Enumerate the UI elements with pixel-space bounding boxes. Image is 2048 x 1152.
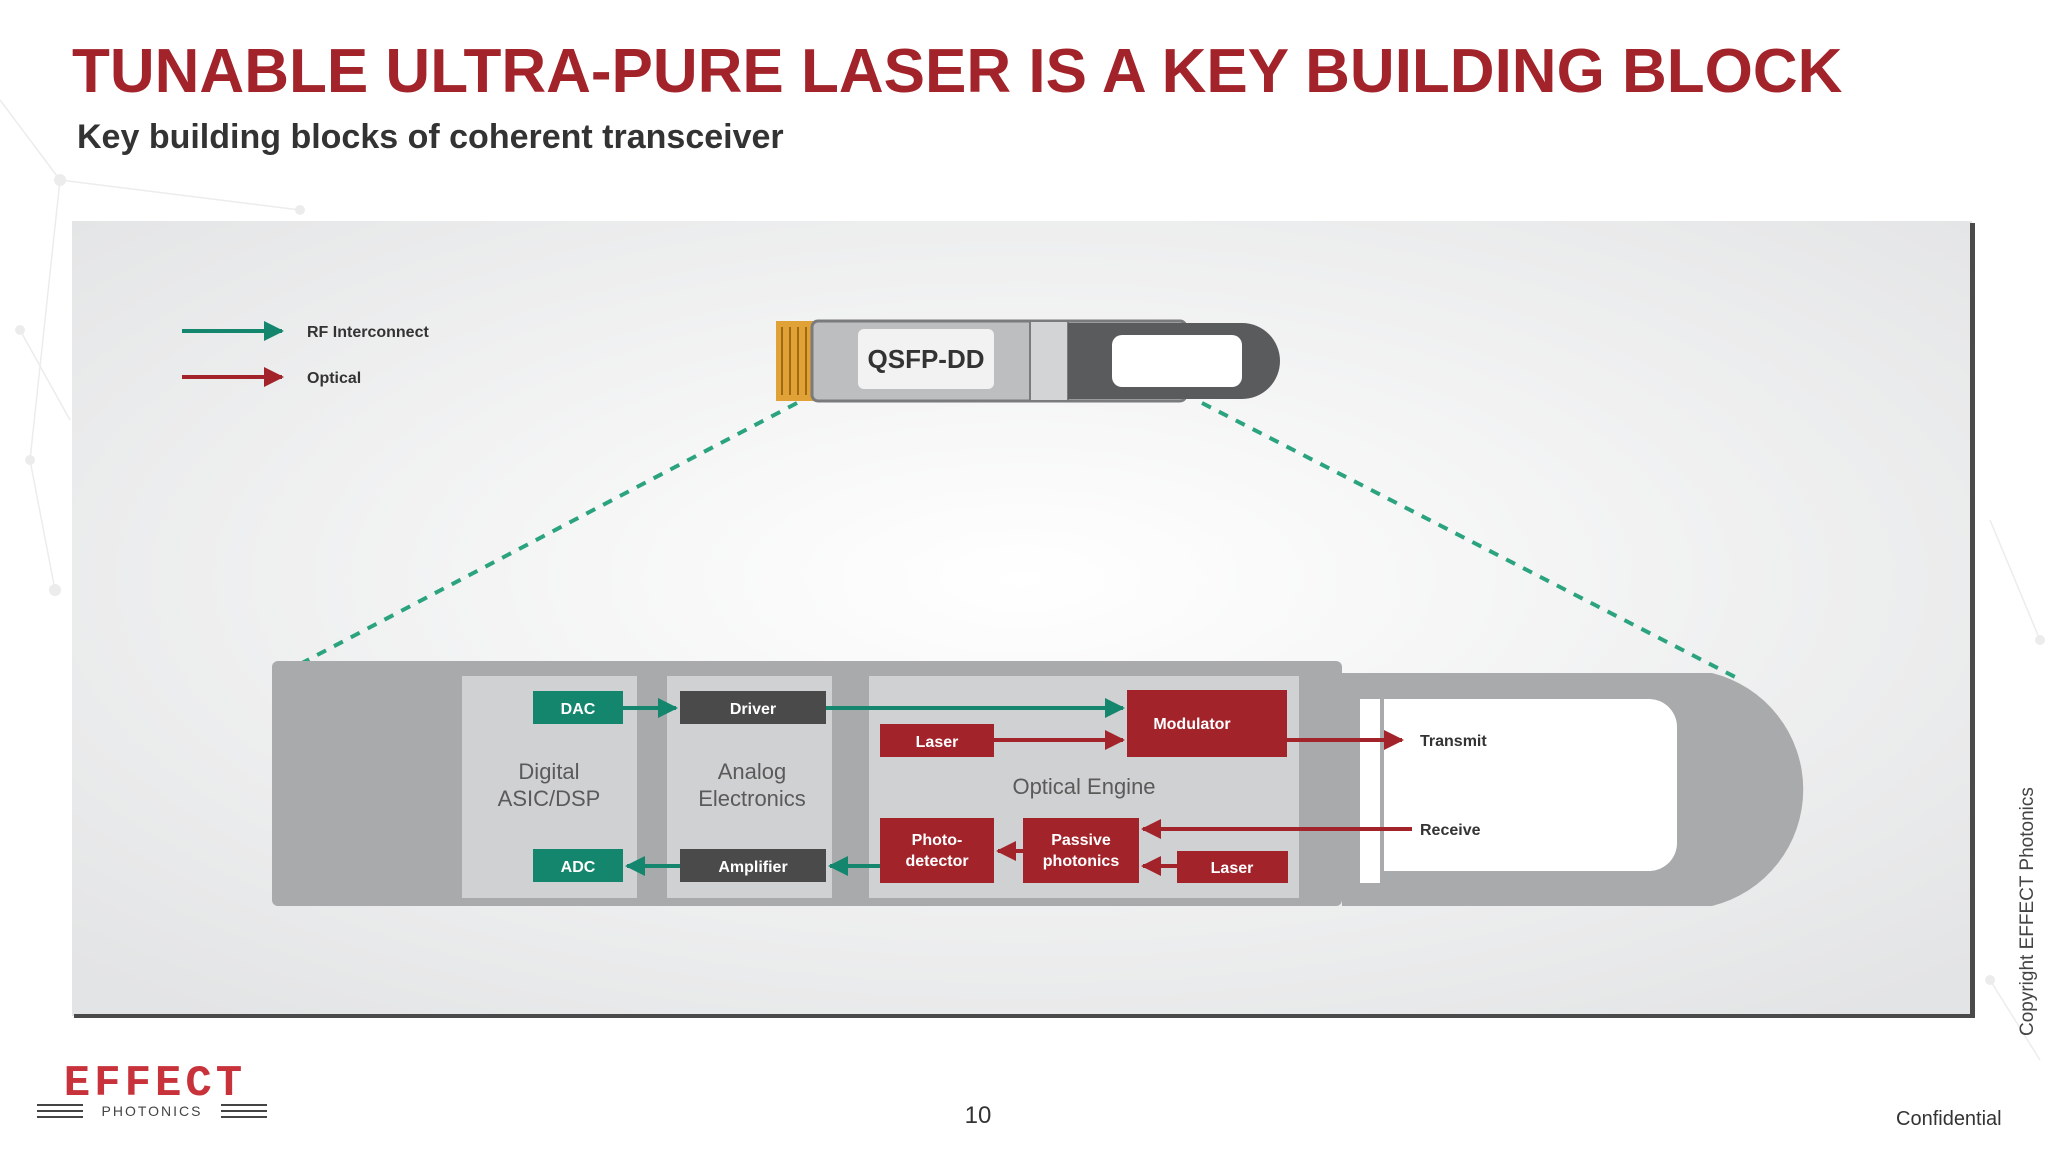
- page-number: 10: [964, 1102, 992, 1129]
- optical-arrows: [994, 730, 1412, 876]
- modulator-label: Modulator: [1153, 716, 1230, 733]
- laser-rx-box: [1177, 851, 1288, 883]
- digital-label-line1: Digital: [518, 759, 579, 784]
- amplifier-box: [680, 849, 826, 882]
- analog-label-line2: Electronics: [698, 786, 806, 811]
- laser-tx-label: Laser: [916, 734, 959, 751]
- legend-rf-label: RF Interconnect: [307, 324, 429, 341]
- rf-arrows: [623, 698, 1125, 876]
- logo-wordmark: EFFECT: [64, 1059, 246, 1109]
- amplifier-label: Amplifier: [718, 859, 787, 876]
- projection-line-left: [301, 401, 798, 665]
- logo-tagline: PHOTONICS: [102, 1103, 203, 1119]
- dac-box: [533, 691, 623, 724]
- adc-box: [533, 849, 623, 882]
- receive-label: Receive: [1420, 822, 1481, 839]
- slide-subtitle: Key building blocks of coherent transcei…: [77, 118, 784, 156]
- copyright-notice: Copyright EFFECT Photonics: [2017, 787, 2038, 1036]
- passive-label-line2: photonics: [1043, 853, 1120, 870]
- adc-label: ADC: [561, 859, 596, 876]
- qsfp-dd-module: QSFP-DD: [776, 319, 1280, 403]
- digital-label-line2: ASIC/DSP: [498, 786, 601, 811]
- modulator-box: [1127, 690, 1287, 757]
- passive-photonics-box: [1023, 818, 1139, 883]
- transceiver-diagram: RF Interconnect Optical QSFP-DD Digital …: [72, 221, 1975, 1018]
- legend: RF Interconnect Optical: [182, 321, 429, 387]
- optical-engine-label: Optical Engine: [1012, 774, 1155, 799]
- effect-photonics-logo: EFFECT PHOTONICS: [37, 1059, 267, 1119]
- analog-label-line1: Analog: [718, 759, 787, 784]
- confidential-label: Confidential: [1896, 1108, 2002, 1130]
- laser-rx-label: Laser: [1211, 860, 1254, 877]
- photodetector-label-line1: Photo-: [912, 832, 963, 849]
- qsfp-dd-label: QSFP-DD: [868, 344, 985, 374]
- laser-tx-box: [880, 724, 994, 757]
- driver-box: [680, 691, 826, 724]
- projection-line-right: [1201, 401, 1738, 680]
- legend-optical-label: Optical: [307, 370, 361, 387]
- transmit-label: Transmit: [1420, 733, 1487, 750]
- photodetector-box: [880, 818, 994, 883]
- driver-label: Driver: [730, 701, 776, 718]
- photodetector-label-line2: detector: [905, 853, 968, 870]
- slide-title: TUNABLE ULTRA-PURE LASER IS A KEY BUILDI…: [72, 37, 1843, 106]
- dac-label: DAC: [561, 701, 596, 718]
- passive-label-line1: Passive: [1051, 832, 1111, 849]
